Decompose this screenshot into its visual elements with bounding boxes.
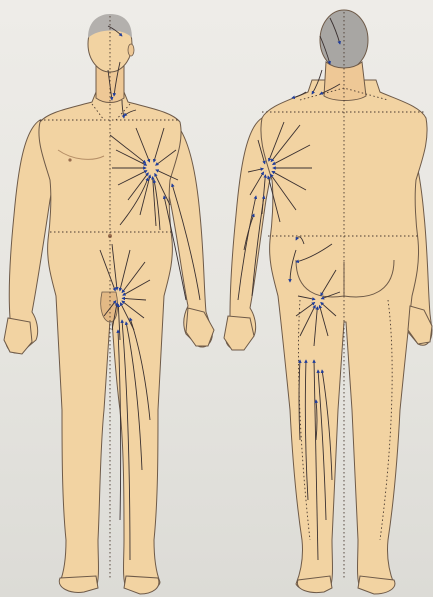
posterior-figure (224, 10, 432, 594)
anterior-figure (4, 14, 214, 594)
anterior-nipple (68, 158, 71, 161)
posterior-left-hand (224, 316, 254, 350)
posterior-neck (324, 62, 366, 101)
anterior-ear (128, 44, 134, 56)
anterior-right-hand (4, 318, 32, 354)
anterior-left-foot (124, 576, 159, 594)
anterior-right-foot (59, 576, 98, 592)
anterior-left-hand (186, 308, 214, 346)
